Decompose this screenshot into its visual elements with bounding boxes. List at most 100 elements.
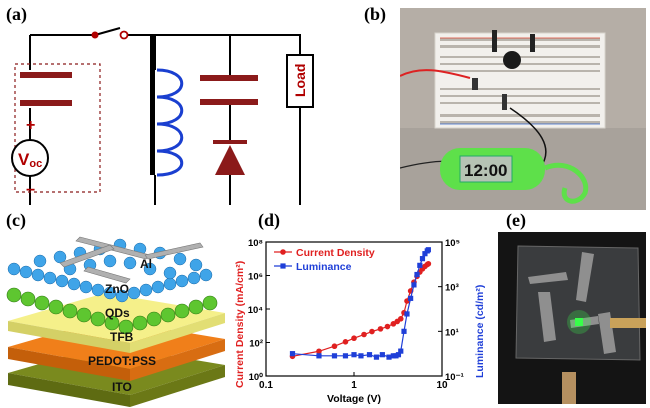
x-tick-label: 1 [351,380,357,391]
diode-component [502,94,507,110]
glass-substrate [515,245,641,361]
data-point-luminance [411,282,417,288]
data-point-current-density [331,343,338,350]
green-emission-glow [567,310,591,334]
data-point-luminance [408,295,414,301]
source-capacitor-plate-bottom [20,100,72,106]
data-point-current-density [377,326,384,332]
data-point-luminance [398,348,404,354]
data-point-current-density [361,331,367,338]
data-point-luminance [358,353,364,359]
component-black-1 [492,30,497,52]
data-point-luminance [331,353,338,359]
jv-luminance-chart: 0.1 1 10 10⁰ 10² 10⁴ 10⁶ 10⁸ 10⁻¹ 10¹ 10³ 10⁵ Curren… [234,238,486,405]
y-left-tick-label: 10² [249,339,263,350]
layer-label-ito: ITO [112,380,132,394]
data-point-luminance [316,353,322,359]
data-point-current-density [342,339,349,345]
data-point-luminance [414,271,420,278]
y-left-tick-label: 10⁸ [248,238,263,249]
y-right-tick-label: 10⁵ [445,238,460,249]
probe-lead [562,372,576,404]
y-right-tick-label: 10³ [445,283,459,294]
data-point-current-density [384,323,391,330]
legend-marker [280,249,286,255]
legend-marker [280,263,286,269]
device-photo: 12:00 [400,8,646,210]
probe-clip [610,318,646,328]
data-point-current-density [316,348,322,355]
layer-qds [6,287,218,335]
panel-b-label: (b) [364,4,386,24]
data-point-luminance [373,354,380,360]
y-axis-label-left: Current Density (mA/cm²) [234,261,246,388]
al-electrodes [59,236,204,284]
inductor-core [150,35,155,175]
data-point-luminance [417,262,423,268]
data-point-current-density [397,315,404,322]
y-right-tick-label: 10¹ [445,327,459,338]
circuit-diagram: Voc + − Load [11,27,314,205]
voc-label: Voc [18,150,42,170]
y-axis-label-right: Luminance (cd/m²) [474,285,486,378]
layer-label-tfb: TFB [110,330,134,344]
voltage-source-circle [11,139,49,177]
layer-label-qds: QDs [105,306,130,320]
switch-contact-right [119,30,129,40]
inductor-component [503,51,521,69]
component-black-2 [530,34,535,52]
layer-label-zno: ZnO [105,282,129,296]
panel-d-label: (d) [258,210,280,230]
x-tick-label: 0.1 [259,380,273,391]
green-emission-spot [575,318,583,326]
data-point-luminance [419,256,426,262]
data-point-luminance [351,352,357,358]
capacitor-component [472,78,478,90]
plus-sign: + [26,117,35,134]
y-right-tick-label: 10⁻¹ [445,372,464,383]
red-wire [400,69,471,79]
data-point-luminance [401,328,407,334]
diode-triangle [215,145,245,175]
data-point-luminance [395,352,402,358]
data-point-luminance [425,247,431,253]
emission-photo [498,232,646,404]
source-capacitor-plate-top [20,72,72,78]
data-point-luminance [342,353,349,359]
panel-e-label: (e) [506,210,526,230]
data-point-luminance [422,251,428,257]
inductor-coil [156,68,184,177]
data-point-current-density [425,260,432,267]
data-point-luminance [379,352,385,358]
y-left-tick-label: 10⁰ [249,372,264,383]
data-point-current-density [351,335,357,342]
layer-label-al: Al [140,257,152,271]
legend-label: Luminance [296,261,352,273]
data-point-luminance [404,311,410,317]
data-point-luminance [366,352,373,358]
data-point-current-density [369,328,375,335]
device-structure: Al ZnO QDs TFB PEDOT:PSS ITO [6,236,225,407]
clock-display: 12:00 [464,161,507,180]
x-tick-label: 10 [436,380,448,391]
load-resistor [286,54,314,108]
data-point-luminance [386,354,392,360]
digital-clock-screen [459,155,513,183]
layer-label-pedot: PEDOT:PSS [88,354,156,368]
source-dashed-box [14,63,101,193]
panel-c-label: (c) [6,210,26,230]
data-point-luminance [390,353,396,359]
panel-a-label: (a) [6,4,27,24]
legend-label: Current Density [296,247,375,259]
y-left-tick-label: 10⁶ [248,272,263,283]
output-capacitor-plate-bottom [200,99,258,105]
output-capacitor-plate-top [200,75,258,81]
switch-contact-left [91,31,99,39]
x-axis-label: Voltage (V) [327,393,381,405]
data-point-luminance [289,351,296,357]
y-left-tick-label: 10⁴ [248,305,264,316]
diode-bar [213,140,247,144]
load-label: Load [292,64,308,97]
minus-sign: − [26,182,35,199]
clock-keychain-hook [544,162,589,204]
